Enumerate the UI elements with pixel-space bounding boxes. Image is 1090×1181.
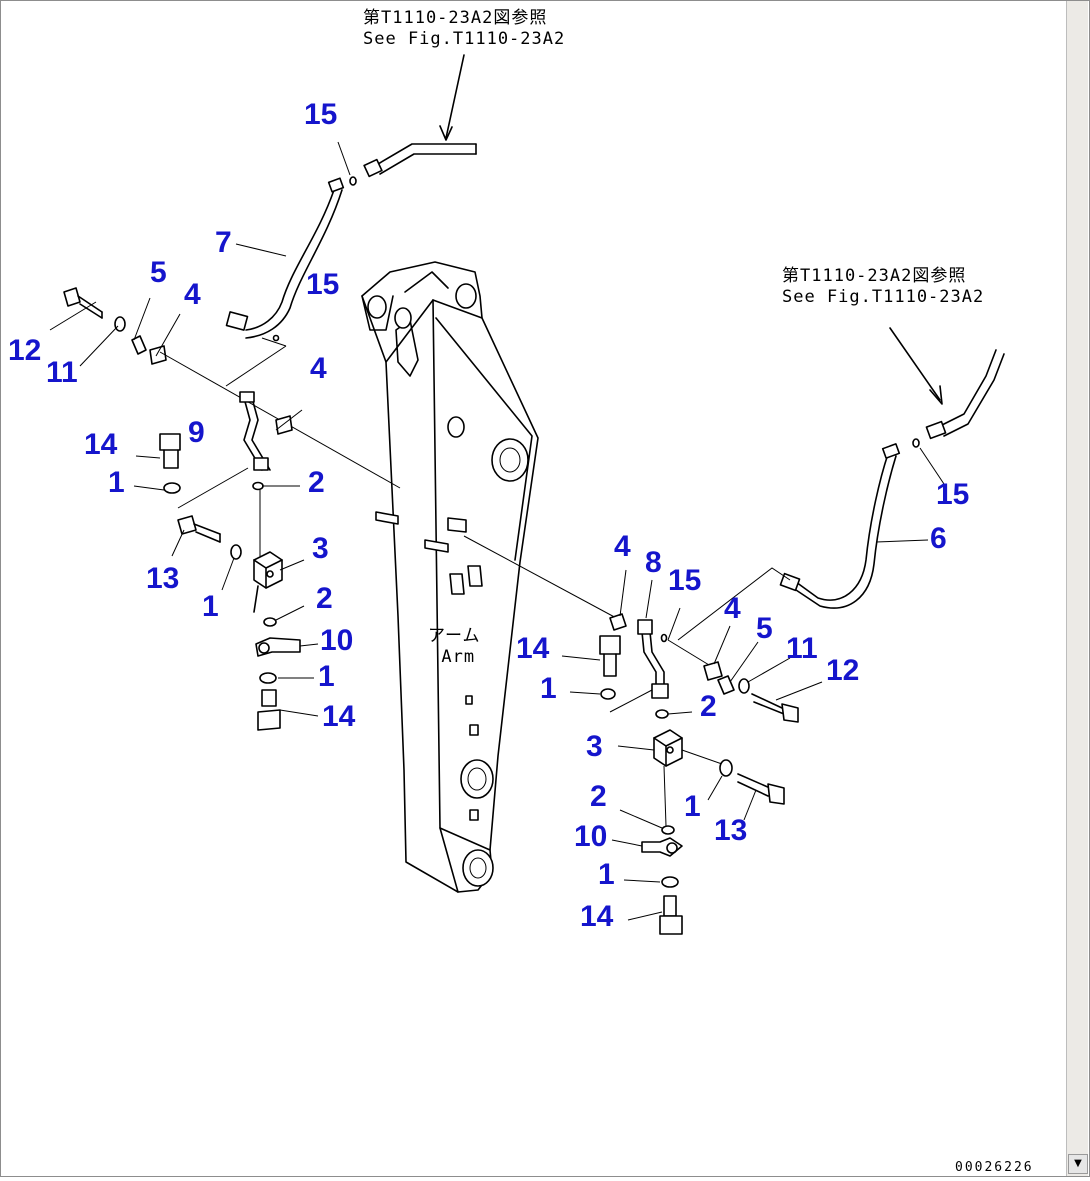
callout-10-left: 10 xyxy=(320,624,354,657)
hose-6 xyxy=(677,443,929,641)
arm-label-en: Arm xyxy=(441,647,476,667)
callout-15-right: 15 xyxy=(936,478,970,511)
reference-note-right-jp: 第T1110-23A2図参照 xyxy=(782,266,967,286)
callout-15-top: 15 xyxy=(304,98,338,131)
callout-1-left-a: 1 xyxy=(108,466,125,499)
callout-15-right-mid: 15 xyxy=(668,564,702,597)
callout-9: 9 xyxy=(188,416,205,449)
callout-1-right-b: 1 xyxy=(684,790,701,823)
callout-2-right-b: 2 xyxy=(590,780,607,813)
callout-2-left-b: 2 xyxy=(316,582,333,615)
callout-5-left: 5 xyxy=(150,256,167,289)
top-supply-pipe xyxy=(337,54,477,186)
callout-14-left-bottom: 14 xyxy=(322,700,356,733)
callout-2-left-a: 2 xyxy=(308,466,325,499)
callout-6: 6 xyxy=(930,522,947,555)
callout-12-left: 12 xyxy=(8,334,42,367)
callout-13-right: 13 xyxy=(714,814,748,847)
exploded-view-drawing xyxy=(49,54,1005,935)
callout-4-right-mid: 4 xyxy=(724,592,741,625)
reference-note-right: 第T1110-23A2図参照 See Fig.T1110-23A2 xyxy=(782,266,984,308)
reference-note-top: 第T1110-23A2図参照 See Fig.T1110-23A2 xyxy=(363,8,565,50)
scroll-down-button[interactable]: ▼ xyxy=(1068,1154,1088,1174)
parts-diagram: 第T1110-23A2図参照 See Fig.T1110-23A2 第T1110… xyxy=(8,8,1034,1175)
left-hardware xyxy=(49,287,401,731)
callout-14-left-top: 14 xyxy=(84,428,118,461)
callout-3-right: 3 xyxy=(586,730,603,763)
right-supply-pipe xyxy=(889,327,1005,485)
callout-7: 7 xyxy=(215,226,232,259)
arm-body xyxy=(361,261,539,893)
reference-note-top-en: See Fig.T1110-23A2 xyxy=(363,29,566,49)
callout-2-right-a: 2 xyxy=(700,690,717,723)
callout-3-left: 3 xyxy=(312,532,329,565)
callout-10-right: 10 xyxy=(574,820,608,853)
callout-8: 8 xyxy=(645,546,662,579)
callout-15-left: 15 xyxy=(306,268,340,301)
triangle-down-icon: ▼ xyxy=(1074,1158,1082,1169)
callout-1-right-c: 1 xyxy=(598,858,615,891)
callout-1-right-a: 1 xyxy=(540,672,557,705)
document-code: 00026226 xyxy=(955,1160,1034,1175)
callout-13-left: 13 xyxy=(146,562,180,595)
vertical-scrollbar[interactable] xyxy=(1066,0,1088,1177)
reference-note-right-en: See Fig.T1110-23A2 xyxy=(782,287,985,307)
callout-4-left-top: 4 xyxy=(184,278,201,311)
callout-4-left-mid: 4 xyxy=(310,352,327,385)
arm-label: アーム Arm xyxy=(428,626,480,668)
callout-5-right: 5 xyxy=(756,612,773,645)
callout-12-right: 12 xyxy=(826,654,860,687)
hose-7 xyxy=(225,177,345,347)
callout-1-left-b: 1 xyxy=(202,590,219,623)
callout-11-right: 11 xyxy=(786,632,818,665)
callout-14-right-bottom: 14 xyxy=(580,900,614,933)
right-hardware xyxy=(463,535,823,935)
callout-4-right-top: 4 xyxy=(614,530,631,563)
arm-label-jp: アーム xyxy=(428,626,481,646)
reference-note-top-jp: 第T1110-23A2図参照 xyxy=(363,8,548,28)
callout-11-left: 11 xyxy=(46,356,78,389)
callout-14-right-top: 14 xyxy=(516,632,550,665)
callout-1-left-c: 1 xyxy=(318,660,335,693)
